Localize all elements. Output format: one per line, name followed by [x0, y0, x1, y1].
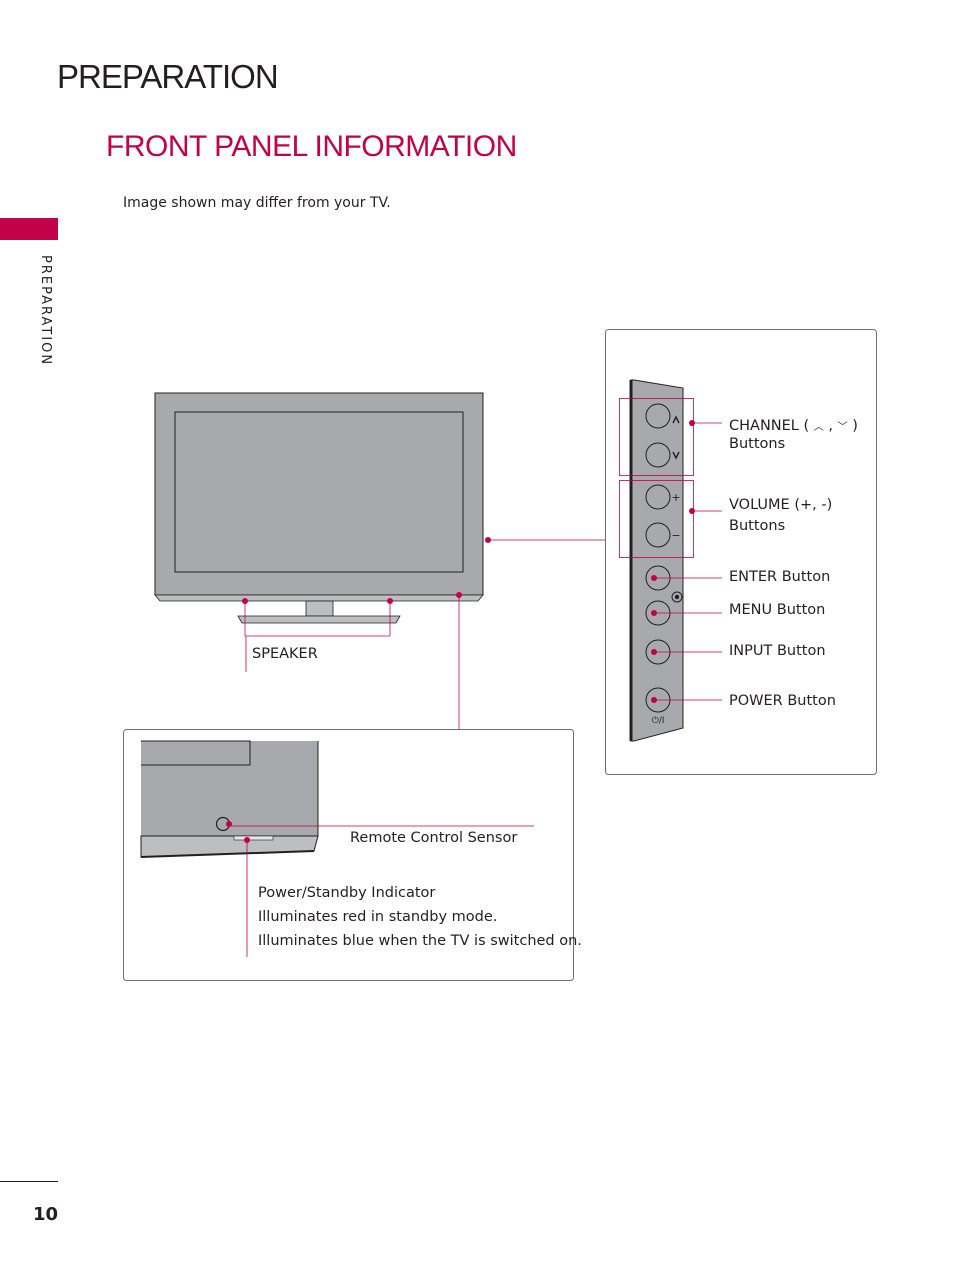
- channel-close: ): [847, 418, 858, 434]
- channel-highlight: [619, 398, 694, 476]
- channel-label-text: CHANNEL (: [729, 418, 814, 434]
- indicator-line-2: Illuminates blue when the TV is switched…: [258, 933, 582, 949]
- sensor-dot-icon: [671, 591, 683, 603]
- volume-highlight: [619, 480, 694, 558]
- page-number: 10: [33, 1204, 59, 1225]
- chevron-down-icon: ﹀: [837, 422, 848, 433]
- input-label: INPUT Button: [729, 643, 826, 659]
- volume-plus-glyph: +: [671, 491, 680, 504]
- speaker-label: SPEAKER: [252, 646, 318, 662]
- side-panel-box: [605, 329, 877, 775]
- standby-indicator-light: [233, 835, 274, 841]
- remote-sensor-label: Remote Control Sensor: [350, 830, 518, 846]
- indicator-title: Power/Standby Indicator: [258, 885, 436, 901]
- tv-illustration: [154, 392, 484, 624]
- volume-down-button: [645, 522, 671, 548]
- channel-sub-label: Buttons: [729, 436, 786, 452]
- power-icon: ⏻/I: [652, 715, 665, 726]
- volume-label: VOLUME (+, -): [729, 497, 833, 513]
- menu-label: MENU Button: [729, 602, 826, 618]
- channel-label: CHANNEL ( ︿ , ﹀ ): [729, 418, 858, 434]
- section-title: FRONT PANEL INFORMATION: [106, 130, 517, 163]
- speaker-callout: [242, 598, 393, 672]
- channel-up-button: [645, 403, 680, 429]
- volume-up-button: [645, 484, 671, 510]
- channel-sep: ,: [823, 418, 838, 434]
- image-note: Image shown may differ from your TV.: [123, 195, 391, 211]
- side-panel-leaders: [651, 420, 722, 703]
- channel-down-button: [645, 442, 680, 468]
- side-control-strip: [629, 379, 684, 742]
- side-tab-marker: [0, 218, 58, 240]
- sensor-connector: [456, 592, 462, 729]
- page-heading: PREPARATION: [57, 58, 279, 95]
- volume-sub-label: Buttons: [729, 518, 786, 534]
- side-tab-label: PREPARATION: [38, 255, 53, 367]
- power-label: POWER Button: [729, 693, 836, 709]
- chevron-down-icon: [672, 451, 680, 460]
- detail-panel-box: [123, 729, 574, 981]
- tv-corner-closeup: [140, 740, 319, 858]
- volume-minus-glyph: −: [671, 529, 680, 542]
- chevron-up-icon: [672, 415, 680, 424]
- page-number-rule: [0, 1181, 58, 1182]
- detail-leaders: [226, 821, 534, 957]
- side-panel-connector: [485, 537, 605, 543]
- enter-label: ENTER Button: [729, 569, 831, 585]
- indicator-line-1: Illuminates red in standby mode.: [258, 909, 498, 925]
- chevron-up-icon: ︿: [813, 422, 824, 433]
